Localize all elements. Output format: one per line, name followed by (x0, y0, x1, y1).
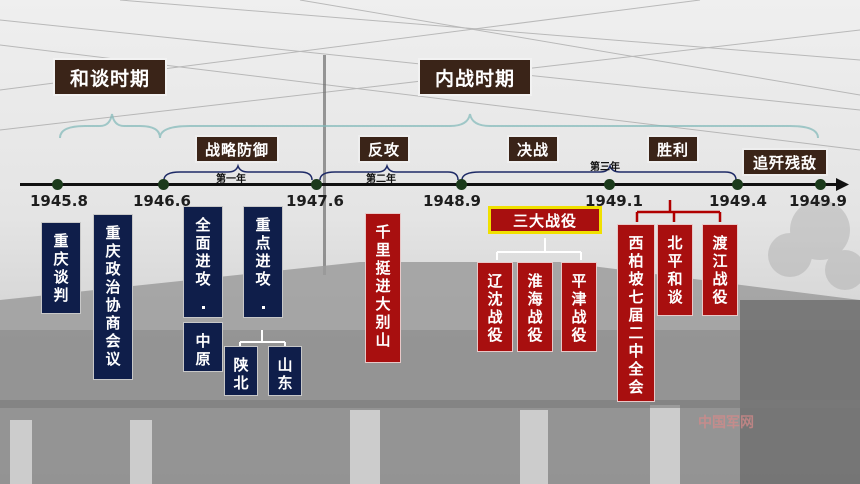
timeline-dot-1945-8 (52, 179, 63, 190)
timeline-dot-1949-9 (815, 179, 826, 190)
event-march-to-dabie: 千里挺进大别山 (365, 213, 401, 363)
phase-strategic-defense: 战略防御 (195, 135, 279, 163)
date-1949-4: 1949.4 (709, 192, 767, 210)
event-shandong: 山东 (268, 346, 302, 396)
event-central-plains: 中原 (183, 322, 223, 372)
date-1949-9: 1949.9 (789, 192, 847, 210)
phase-decisive: 决战 (507, 135, 559, 163)
event-full-attack: 全面进攻 (183, 206, 223, 318)
timeline-dot-1949-1 (604, 179, 615, 190)
event-peiping-talks: 北平和谈 (657, 224, 693, 316)
event-chongqing-talks: 重庆谈判 (41, 222, 81, 314)
timeline-dot-1947-6 (311, 179, 322, 190)
period-civil-war: 内战时期 (418, 58, 532, 96)
date-1946-6: 1946.6 (133, 192, 191, 210)
year-second: 第二年 (366, 174, 396, 185)
event-political-consultative-conference: 重庆政治协商会议 (93, 214, 133, 380)
date-1945-8: 1945.8 (30, 192, 88, 210)
event-key-attack: 重点进攻 (243, 206, 283, 318)
phase-victory: 胜利 (647, 135, 699, 163)
year-third: 第三年 (590, 162, 620, 173)
event-huaihai: 淮海战役 (517, 262, 553, 352)
watermark: 中国军网 (698, 415, 754, 431)
period-peace: 和谈时期 (53, 58, 167, 96)
date-1947-6: 1947.6 (286, 192, 344, 210)
phase-pursuit: 追歼残敌 (742, 148, 828, 176)
date-1948-9: 1948.9 (423, 192, 481, 210)
event-pingjin: 平津战役 (561, 262, 597, 352)
separator-dot (262, 306, 265, 309)
event-three-campaigns: 三大战役 (488, 206, 602, 234)
separator-dot (202, 306, 205, 309)
event-xibaipo-plenum: 西柏坡七届二中全会 (617, 224, 655, 402)
phase-counter-attack: 反攻 (358, 135, 410, 163)
event-shaanbei: 陕北 (224, 346, 258, 396)
date-1949-1: 1949.1 (585, 192, 643, 210)
timeline-dot-1948-9 (456, 179, 467, 190)
year-first: 第一年 (216, 174, 246, 185)
timeline-dot-1946-6 (158, 179, 169, 190)
timeline-dot-1949-4 (732, 179, 743, 190)
event-crossing-river: 渡江战役 (702, 224, 738, 316)
event-liaoshen: 辽沈战役 (477, 262, 513, 352)
